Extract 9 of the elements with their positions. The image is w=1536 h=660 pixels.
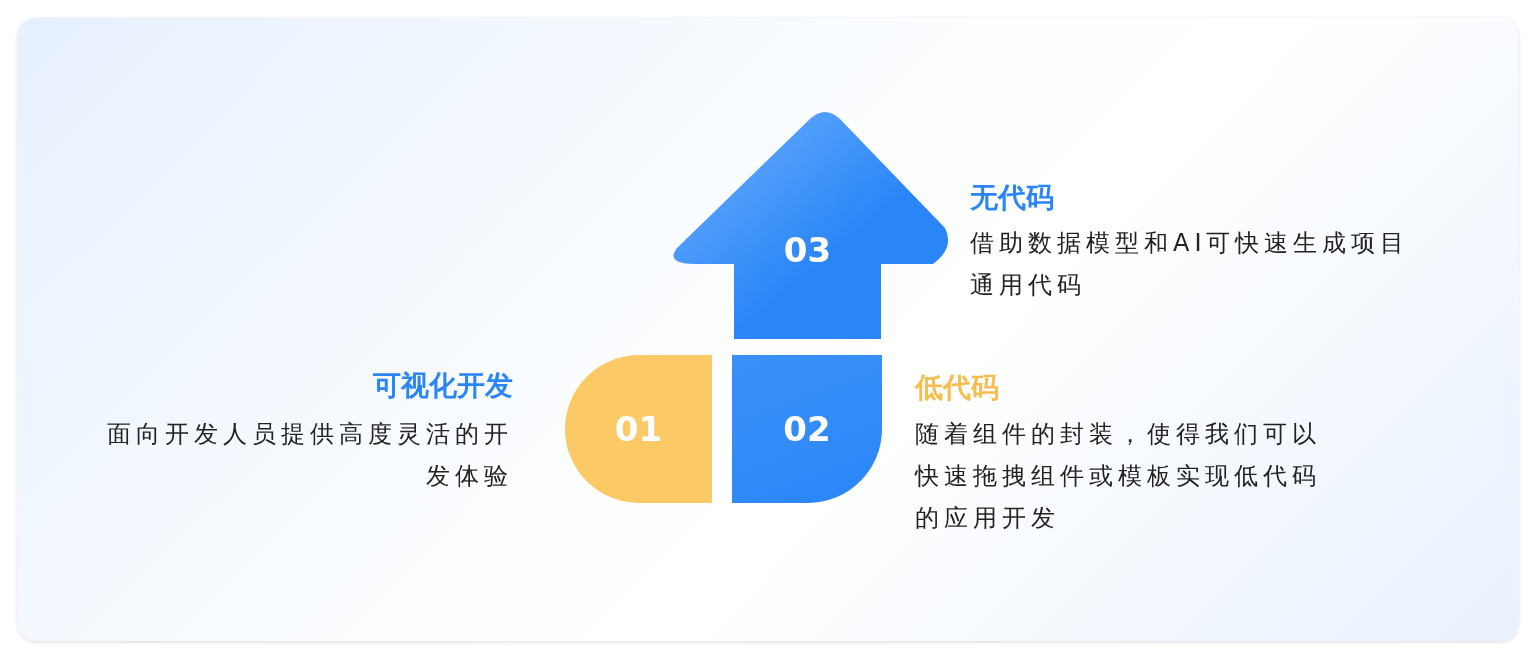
step-heading: 无代码 xyxy=(970,180,1055,216)
step-description: 借助数据模型和AI可快速生成项目通用代码 xyxy=(970,228,1411,301)
step-tile: 02 xyxy=(732,355,882,503)
step-number: 03 xyxy=(782,230,833,270)
step-description: 随着组件的封装，使得我们可以快速拖拽组件或模板实现低代码的应用开发 xyxy=(915,419,1322,534)
step-heading: 可视化开发 xyxy=(372,368,513,404)
step-description: 面向开发人员提供高度灵活的开发体验 xyxy=(106,419,513,492)
step-tile: 01 xyxy=(565,355,712,503)
step-heading: 低代码 xyxy=(915,370,1000,406)
